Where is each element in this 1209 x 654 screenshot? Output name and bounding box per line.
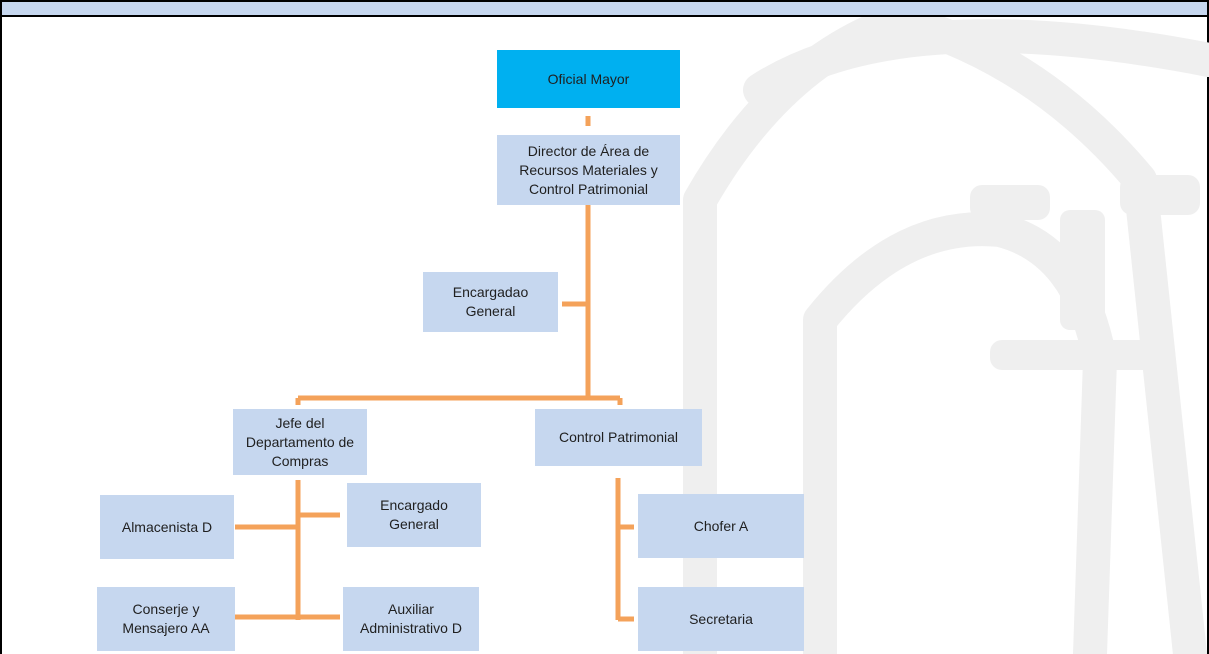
- org-box-conserje: Conserje y Mensajero AA: [97, 587, 235, 651]
- org-box-label: Encargadao General: [452, 284, 529, 319]
- org-box-chofer: Chofer A: [638, 494, 804, 558]
- org-box-label: Director de Área de Recursos Materiales …: [519, 142, 658, 197]
- org-box-label: Auxiliar Administrativo D: [360, 601, 462, 636]
- org-box-control-patrimonial: Control Patrimonial: [535, 409, 702, 466]
- org-box-label: Almacenista D: [121, 518, 213, 535]
- org-box-oficial-mayor: Oficial Mayor: [497, 50, 680, 108]
- org-box-secretaria: Secretaria: [638, 587, 804, 651]
- header-band: [0, 0, 1209, 17]
- org-box-label: Encargado General: [380, 497, 448, 532]
- org-box-label: Conserje y Mensajero AA: [122, 601, 210, 636]
- org-box-jefe-compras: Jefe del Departamento de Compras: [233, 409, 367, 475]
- org-box-label: Jefe del Departamento de Compras: [245, 414, 355, 469]
- org-box-label: Oficial Mayor: [547, 70, 630, 87]
- org-box-director: Director de Área de Recursos Materiales …: [497, 135, 680, 205]
- org-box-almacenista: Almacenista D: [100, 495, 234, 559]
- org-box-encargado-general-compras: Encargado General: [347, 483, 481, 547]
- org-box-label: Secretaria: [689, 610, 753, 627]
- org-box-auxiliar: Auxiliar Administrativo D: [343, 587, 479, 651]
- org-box-label: Control Patrimonial: [558, 429, 679, 445]
- org-box-label: Chofer A: [693, 517, 749, 534]
- org-box-encargado-general: Encargadao General: [423, 272, 558, 332]
